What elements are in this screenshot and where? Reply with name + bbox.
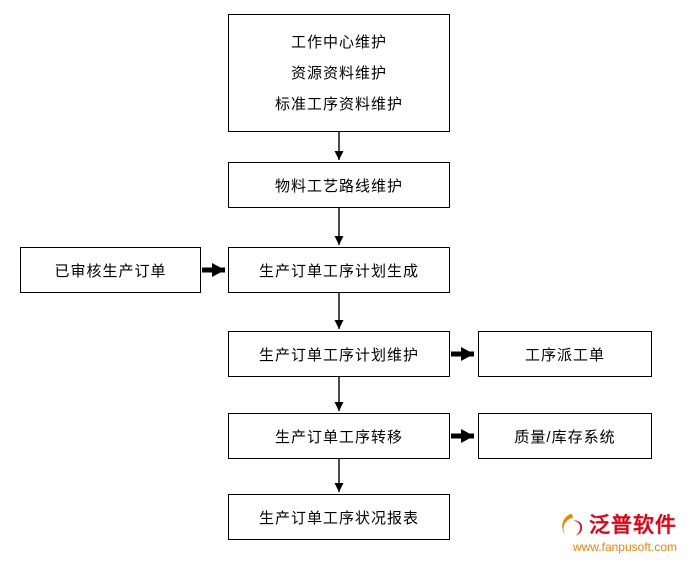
flow-box-line-work-center: 工作中心维护 xyxy=(290,33,387,51)
flow-box-label: 质量/库存系统 xyxy=(514,428,616,446)
flow-box-label: 生产订单工序转移 xyxy=(274,428,403,446)
flow-box-quality-inventory-system: 质量/库存系统 xyxy=(478,413,652,459)
fanpu-branding: 泛普软件 www.fanpusoft.com xyxy=(558,512,677,554)
flow-box-process-transfer: 生产订单工序转移 xyxy=(228,413,450,459)
brand-url: www.fanpusoft.com xyxy=(572,539,677,554)
flow-box-process-plan-maintain: 生产订单工序计划维护 xyxy=(228,331,450,377)
flow-box-master-data-maintenance: 工作中心维护 资源资料维护 标准工序资料维护 xyxy=(228,14,450,132)
flow-box-label: 物料工艺路线维护 xyxy=(274,177,403,195)
flow-box-label: 工序派工单 xyxy=(524,346,605,364)
brand-name: 泛普软件 xyxy=(589,513,677,537)
flow-box-line-resource-data: 资源资料维护 xyxy=(290,64,387,82)
flow-box-label: 生产订单工序状况报表 xyxy=(258,509,419,527)
brand-row: 泛普软件 xyxy=(558,512,677,539)
fanpu-logo-icon xyxy=(562,513,583,536)
flow-box-label: 生产订单工序计划维护 xyxy=(258,346,419,364)
flow-box-process-dispatch-order: 工序派工单 xyxy=(478,331,652,377)
flow-box-audited-production-order: 已审核生产订单 xyxy=(20,247,201,293)
flow-box-process-status-report: 生产订单工序状况报表 xyxy=(228,494,450,540)
flow-box-label: 已审核生产订单 xyxy=(54,262,167,280)
flow-box-process-plan-generate: 生产订单工序计划生成 xyxy=(228,247,450,293)
flow-box-material-process-route: 物料工艺路线维护 xyxy=(228,162,450,208)
flow-box-line-standard-process: 标准工序资料维护 xyxy=(274,95,403,113)
flow-box-label: 生产订单工序计划生成 xyxy=(258,262,419,280)
